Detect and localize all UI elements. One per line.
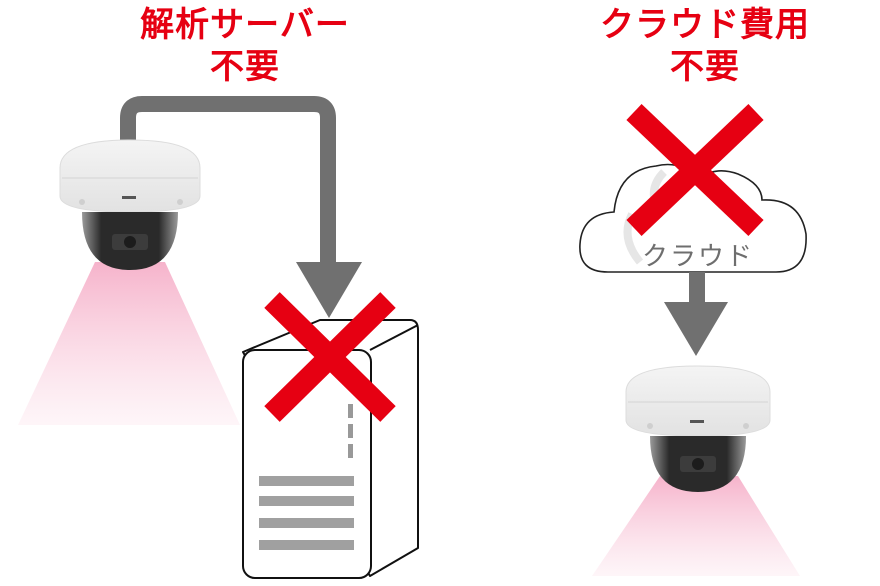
right-heading: クラウド費用 不要 [560, 4, 850, 88]
arrow-icon-right [664, 272, 728, 356]
camera-beam-right [592, 476, 800, 576]
cross-icon-cloud [626, 104, 764, 236]
left-heading-line2: 不要 [210, 47, 280, 87]
left-heading-line1: 解析サーバー [140, 5, 350, 45]
cross-icon-server [264, 292, 396, 422]
camera-beam-left [18, 262, 240, 425]
left-heading: 解析サーバー 不要 [100, 4, 390, 88]
arrow-icon-left [120, 96, 362, 318]
right-heading-line1: クラウド費用 [600, 5, 810, 45]
camera-icon-right [625, 365, 771, 492]
camera-icon-left [59, 139, 201, 270]
cloud-label: クラウド [641, 242, 754, 272]
right-heading-line2: 不要 [670, 47, 740, 87]
